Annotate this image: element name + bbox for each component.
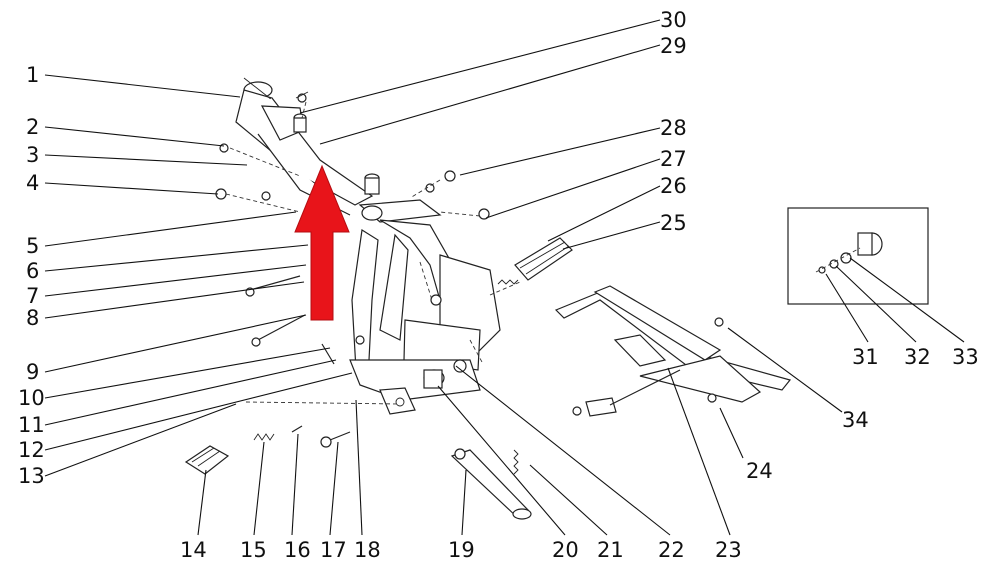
callout-7: 7 xyxy=(26,284,39,308)
callout-24: 24 xyxy=(746,459,773,483)
callout-25: 25 xyxy=(660,211,687,235)
direction-arrow xyxy=(294,164,350,321)
callout-17: 17 xyxy=(320,538,347,562)
callout-14: 14 xyxy=(180,538,207,562)
callout-23: 23 xyxy=(715,538,742,562)
callout-1: 1 xyxy=(26,63,39,87)
callout-16: 16 xyxy=(284,538,311,562)
callout-27: 27 xyxy=(660,147,687,171)
callout-15: 15 xyxy=(240,538,267,562)
callout-4: 4 xyxy=(26,171,39,195)
callout-labels: 1 2 3 4 5 6 7 8 9 10 11 12 13 14 15 16 1… xyxy=(18,8,979,562)
callout-30: 30 xyxy=(660,8,687,32)
callout-29: 29 xyxy=(660,34,687,58)
callout-9: 9 xyxy=(26,360,39,384)
callout-10: 10 xyxy=(18,386,45,410)
callout-34: 34 xyxy=(842,408,869,432)
callout-13: 13 xyxy=(18,464,45,488)
callout-33: 33 xyxy=(952,345,979,369)
callout-3: 3 xyxy=(26,143,39,167)
leader-lines xyxy=(44,19,965,536)
callout-31: 31 xyxy=(852,345,879,369)
callout-19: 19 xyxy=(448,538,475,562)
callout-2: 2 xyxy=(26,115,39,139)
callout-11: 11 xyxy=(18,413,45,437)
callout-22: 22 xyxy=(658,538,685,562)
callout-20: 20 xyxy=(552,538,579,562)
callout-28: 28 xyxy=(660,116,687,140)
callout-26: 26 xyxy=(660,174,687,198)
callout-5: 5 xyxy=(26,234,39,258)
callout-21: 21 xyxy=(597,538,624,562)
callout-8: 8 xyxy=(26,306,39,330)
callout-12: 12 xyxy=(18,438,45,462)
callout-32: 32 xyxy=(904,345,931,369)
callout-18: 18 xyxy=(354,538,381,562)
callout-6: 6 xyxy=(26,259,39,283)
frame-drawing xyxy=(184,77,929,520)
